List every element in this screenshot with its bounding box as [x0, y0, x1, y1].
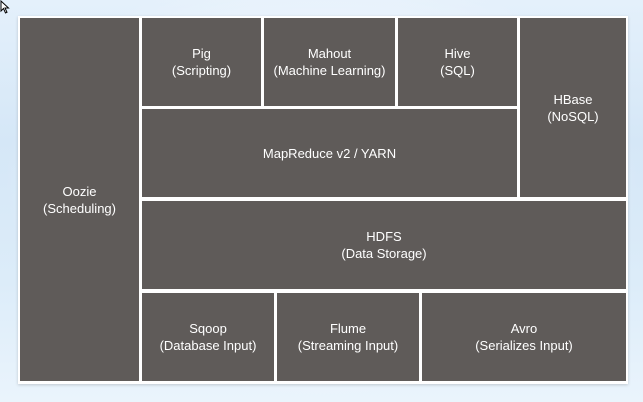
hive-name: Hive: [444, 46, 471, 61]
oozie-name: Oozie: [62, 183, 97, 199]
hbase-block: HBase (NoSQL): [520, 18, 626, 197]
avro-block: Avro (Serializes Input): [422, 293, 626, 381]
sqoop-name: Sqoop: [189, 321, 227, 336]
pig-block: Pig (Scripting): [142, 18, 261, 106]
pig-role: (Scripting): [171, 63, 232, 78]
hbase-name: HBase: [553, 91, 593, 107]
hdfs-role: (Data Storage): [341, 246, 427, 261]
sqoop-block: Sqoop (Database Input): [142, 293, 274, 381]
mahout-name: Mahout: [307, 46, 352, 61]
oozie-block: Oozie (Scheduling): [20, 18, 139, 381]
oozie-role: (Scheduling): [43, 200, 116, 216]
mouse-pointer-icon: [0, 0, 10, 14]
hive-block: Hive (SQL): [398, 18, 517, 106]
hdfs-name: HDFS: [366, 229, 402, 244]
avro-name: Avro: [510, 321, 538, 336]
hbase-role: (NoSQL): [547, 108, 599, 124]
hdfs-block: HDFS (Data Storage): [142, 201, 626, 289]
flume-name: Flume: [329, 321, 367, 336]
mapreduce-yarn-name: MapReduce v2 / YARN: [262, 145, 397, 161]
mahout-block: Mahout (Machine Learning): [264, 18, 395, 106]
mahout-role: (Machine Learning): [273, 63, 386, 78]
flume-role: (Streaming Input): [297, 338, 399, 353]
mapreduce-yarn-block: MapReduce v2 / YARN: [142, 109, 517, 197]
flume-block: Flume (Streaming Input): [277, 293, 419, 381]
avro-role: (Serializes Input): [475, 338, 573, 353]
hadoop-ecosystem-diagram: Oozie (Scheduling) Pig (Scripting) Mahou…: [18, 16, 628, 384]
hive-role: (SQL): [440, 63, 475, 78]
pig-name: Pig: [192, 46, 211, 61]
sqoop-role: (Database Input): [159, 338, 257, 353]
